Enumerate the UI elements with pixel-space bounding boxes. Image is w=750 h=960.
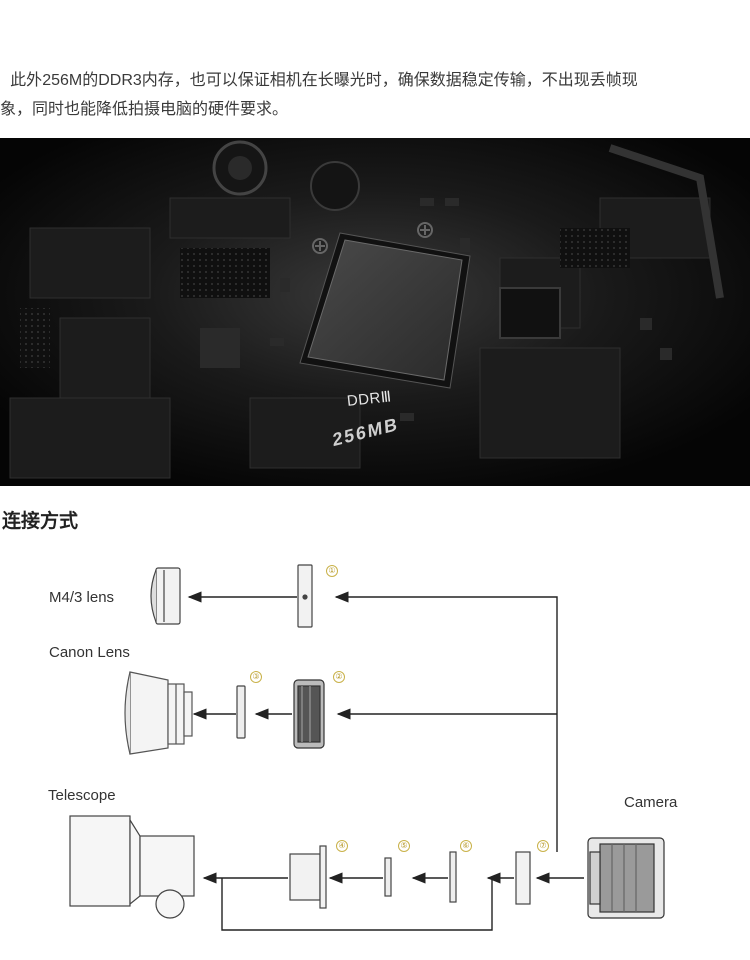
m43-lens-label: M4/3 lens bbox=[49, 589, 115, 606]
adapter-1-icon bbox=[297, 564, 313, 628]
connection-diagram-drawing bbox=[69, 564, 665, 931]
intro-paragraph: 此外256M的DDR3内存，也可以保证相机在长曝光时，确保数据稳定传输，不出现丢… bbox=[0, 66, 750, 123]
number-5: ⑤ bbox=[398, 840, 410, 852]
number-7: ⑦ bbox=[537, 840, 549, 852]
canon-lens-icon bbox=[124, 671, 193, 755]
intro-text-b: 的 bbox=[82, 70, 99, 89]
adapter-3-icon bbox=[236, 685, 246, 739]
adapter-5-icon bbox=[384, 857, 392, 897]
adapter-6-icon bbox=[449, 851, 457, 903]
adapter-7-icon bbox=[515, 851, 531, 905]
intro-memory-type: DDR3 bbox=[98, 72, 142, 89]
camera-label: Camera bbox=[624, 794, 678, 811]
adapter-2-icon bbox=[293, 679, 325, 749]
bypass-loop bbox=[221, 878, 493, 931]
intro-text-a: 此外 bbox=[10, 70, 43, 89]
intro-text-c: 内存，也可以保证相机在长曝光时，确保数据稳定传输，不出现丢帧现 bbox=[141, 70, 638, 89]
number-3: ③ bbox=[250, 671, 262, 683]
intro-line-1: 此外256M的DDR3内存，也可以保证相机在长曝光时，确保数据稳定传输，不出现丢… bbox=[0, 66, 744, 95]
connection-section-title: 连接方式 bbox=[2, 510, 79, 532]
telescope-label: Telescope bbox=[48, 787, 116, 804]
m43-lens-icon bbox=[150, 567, 181, 625]
adapter-4-icon bbox=[289, 845, 327, 909]
intro-memory-size: 256M bbox=[42, 72, 83, 89]
number-1: ① bbox=[326, 565, 338, 577]
feed-line-m43 bbox=[334, 591, 558, 852]
circuit-board-photo: DDRⅢ 256MB bbox=[0, 138, 750, 486]
camera-icon bbox=[587, 837, 665, 919]
number-4: ④ bbox=[336, 840, 348, 852]
circuit-board-illustration bbox=[0, 138, 750, 486]
number-2: ② bbox=[333, 671, 345, 683]
canon-lens-label: Canon Lens bbox=[49, 644, 130, 661]
telescope-icon bbox=[69, 815, 195, 919]
intro-line-2: 象，同时也能降低拍摄电脑的硬件要求。 bbox=[0, 99, 289, 118]
number-6: ⑥ bbox=[460, 840, 472, 852]
connection-diagram: M4/3 lens Canon Lens Telescope Camera ① … bbox=[0, 540, 750, 960]
